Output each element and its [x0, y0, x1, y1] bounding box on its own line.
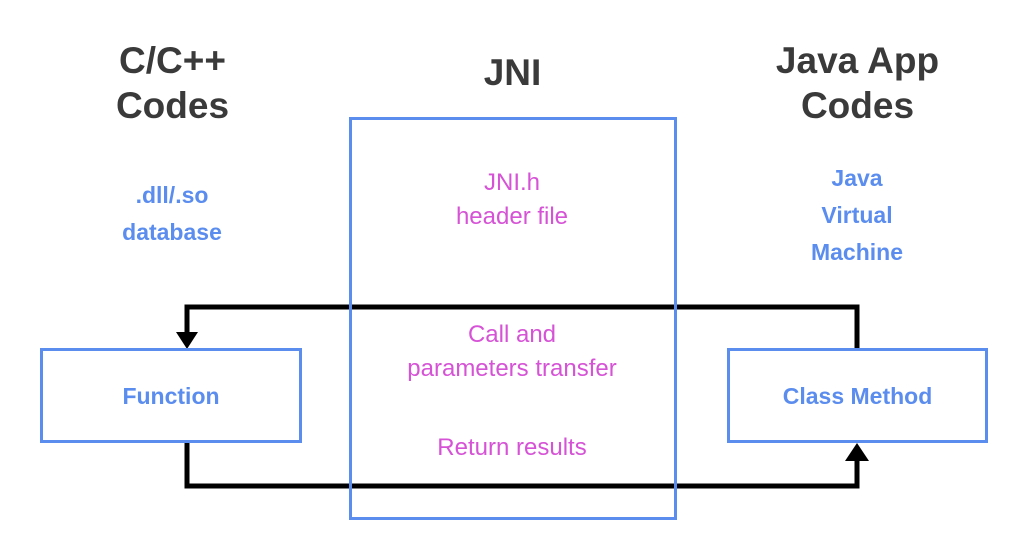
call-arrowhead: [176, 332, 198, 349]
call-arrow: [184, 304, 860, 348]
class-method-label: Class Method: [782, 383, 933, 409]
call-transfer-label: Call and parameters transfer: [407, 321, 617, 382]
cpp-codes-heading: C/C++ Codes: [115, 40, 230, 126]
class-method-box: Class Method: [727, 348, 988, 443]
java-app-codes-heading: Java App Codes: [775, 40, 940, 126]
jvm-label: Java Virtual Machine: [810, 165, 904, 265]
return-arrow: [184, 443, 860, 489]
jni-header-file-label: JNI.h header file: [455, 169, 569, 230]
return-arrowhead: [845, 443, 869, 461]
function-box: Function: [40, 348, 302, 443]
dll-so-database-label: .dll/.so database: [122, 182, 222, 245]
return-results-label: Return results: [437, 434, 587, 461]
jni-box: [349, 117, 677, 520]
function-label: Function: [122, 383, 220, 409]
jni-heading: JNI: [483, 52, 542, 93]
